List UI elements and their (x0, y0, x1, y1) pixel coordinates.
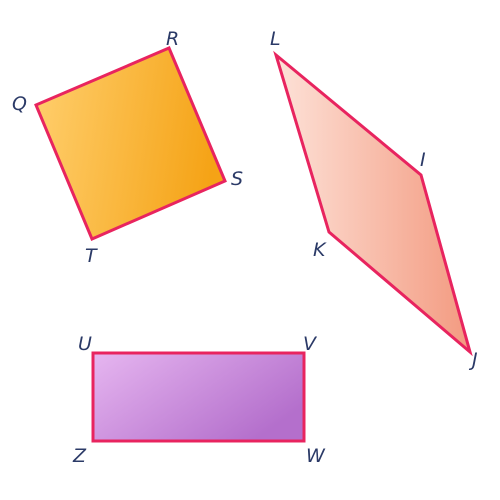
vertex-label-i: I (420, 149, 426, 171)
rhombus-likj: L I J K (270, 28, 478, 371)
vertex-label-r: R (166, 28, 179, 50)
vertex-label-w: W (306, 445, 326, 467)
vertex-label-t: T (85, 245, 98, 267)
square-qrst: Q R S T (12, 28, 243, 267)
rhombus-likj-polygon (273, 50, 473, 357)
vertex-label-k: K (313, 239, 327, 261)
vertex-label-j: J (468, 349, 478, 371)
rectangle-uvwz: U V W Z (72, 333, 326, 467)
vertex-label-z: Z (72, 445, 87, 467)
vertex-label-s: S (231, 168, 243, 190)
rectangle-uvwz-polygon (91, 351, 306, 443)
square-qrst-polygon (34, 46, 227, 241)
vertex-label-q: Q (12, 93, 27, 115)
vertex-label-u: U (78, 333, 92, 355)
vertex-label-v: V (303, 333, 318, 355)
vertex-label-l: L (270, 28, 281, 50)
